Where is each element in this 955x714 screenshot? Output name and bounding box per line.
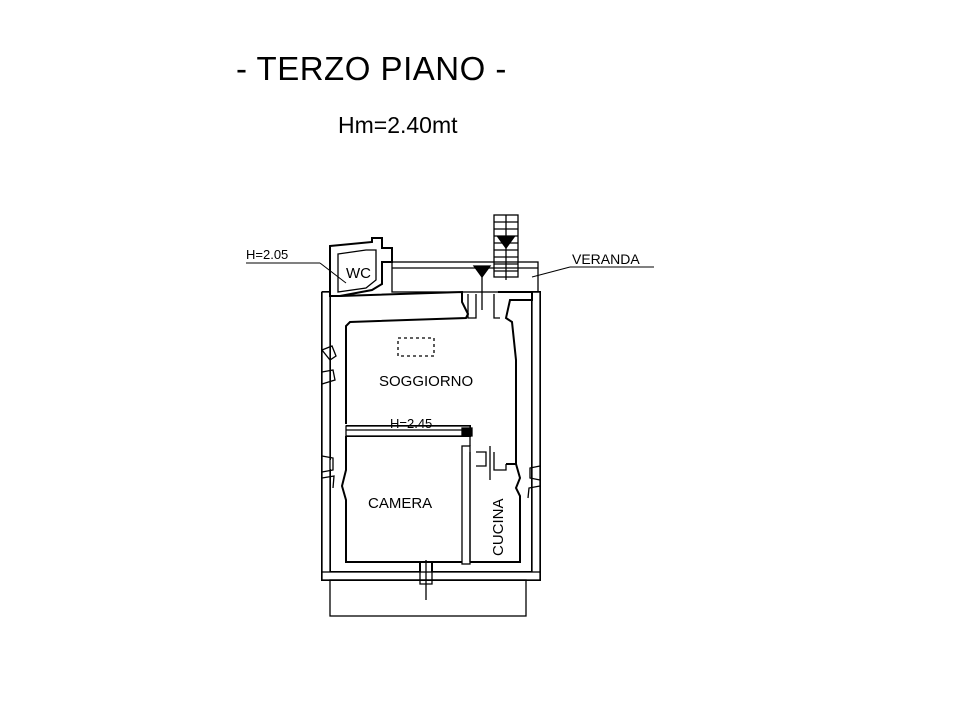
left-niche-2 bbox=[321, 369, 336, 385]
page-title: - TERZO PIANO - bbox=[236, 50, 507, 87]
wc-inner bbox=[337, 249, 377, 293]
cucina-wall-right bbox=[470, 463, 522, 563]
cucina-wall bbox=[476, 451, 487, 467]
stairs-arrow bbox=[496, 236, 516, 250]
soggiorno-label: SOGGIORNO bbox=[379, 373, 473, 390]
outer-wall-fill-bottom bbox=[321, 571, 541, 581]
right-niche-2 bbox=[527, 485, 541, 499]
left-niche-1 bbox=[320, 345, 337, 361]
outer-wall-fill-right bbox=[531, 291, 541, 581]
camera-wall-right bbox=[432, 446, 465, 563]
page-subtitle: Hm=2.40mt bbox=[338, 112, 458, 138]
cucina-door-jamb bbox=[493, 452, 507, 471]
entrance-jamb bbox=[467, 294, 477, 319]
camera-wall-left bbox=[340, 436, 420, 563]
camera-label: CAMERA bbox=[368, 495, 432, 512]
wc-height-label: H=2.05 bbox=[246, 247, 288, 262]
right-niche-1 bbox=[529, 465, 541, 481]
balcony bbox=[329, 579, 527, 617]
cucina-label: CUCINA bbox=[490, 498, 507, 556]
left-niche-4 bbox=[321, 475, 335, 489]
dining-table bbox=[397, 337, 435, 357]
partition-end bbox=[461, 427, 473, 437]
outer-wall-fill-left bbox=[321, 291, 331, 581]
soggiorno-wall-top bbox=[339, 290, 470, 424]
wc-label: WC bbox=[346, 265, 371, 282]
soggiorno-height-label: H=2.45 bbox=[390, 416, 432, 431]
entrance-jamb-r bbox=[493, 294, 500, 319]
soggiorno-wall-top-r bbox=[498, 291, 533, 465]
veranda-label: VERANDA bbox=[572, 251, 640, 267]
left-niche-3 bbox=[321, 455, 334, 473]
veranda bbox=[391, 261, 539, 293]
